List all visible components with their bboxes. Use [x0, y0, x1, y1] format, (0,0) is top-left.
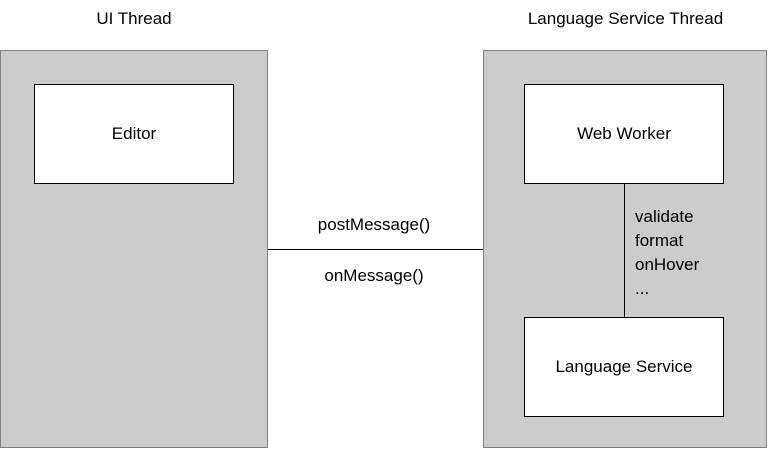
- ui-thread-title: UI Thread: [96, 9, 172, 28]
- language-service-box: Language Service: [524, 317, 724, 417]
- language-service-label: Language Service: [555, 357, 693, 376]
- web-worker-label: Web Worker: [577, 124, 671, 143]
- message-connector-line: [268, 249, 483, 250]
- post-message-label: postMessage(): [317, 215, 431, 234]
- operation-item: onHover: [635, 255, 700, 274]
- operation-item: ...: [635, 279, 650, 298]
- operations-list: validate format onHover ...: [635, 205, 699, 301]
- web-worker-box: Web Worker: [524, 84, 724, 184]
- operation-item: validate: [635, 207, 694, 226]
- worker-service-connector-line: [624, 184, 625, 317]
- editor-box: Editor: [34, 84, 234, 184]
- language-service-thread-title: Language Service Thread: [527, 9, 724, 28]
- operation-item: format: [635, 231, 684, 250]
- on-message-label: onMessage(): [324, 266, 424, 285]
- editor-label: Editor: [111, 124, 157, 143]
